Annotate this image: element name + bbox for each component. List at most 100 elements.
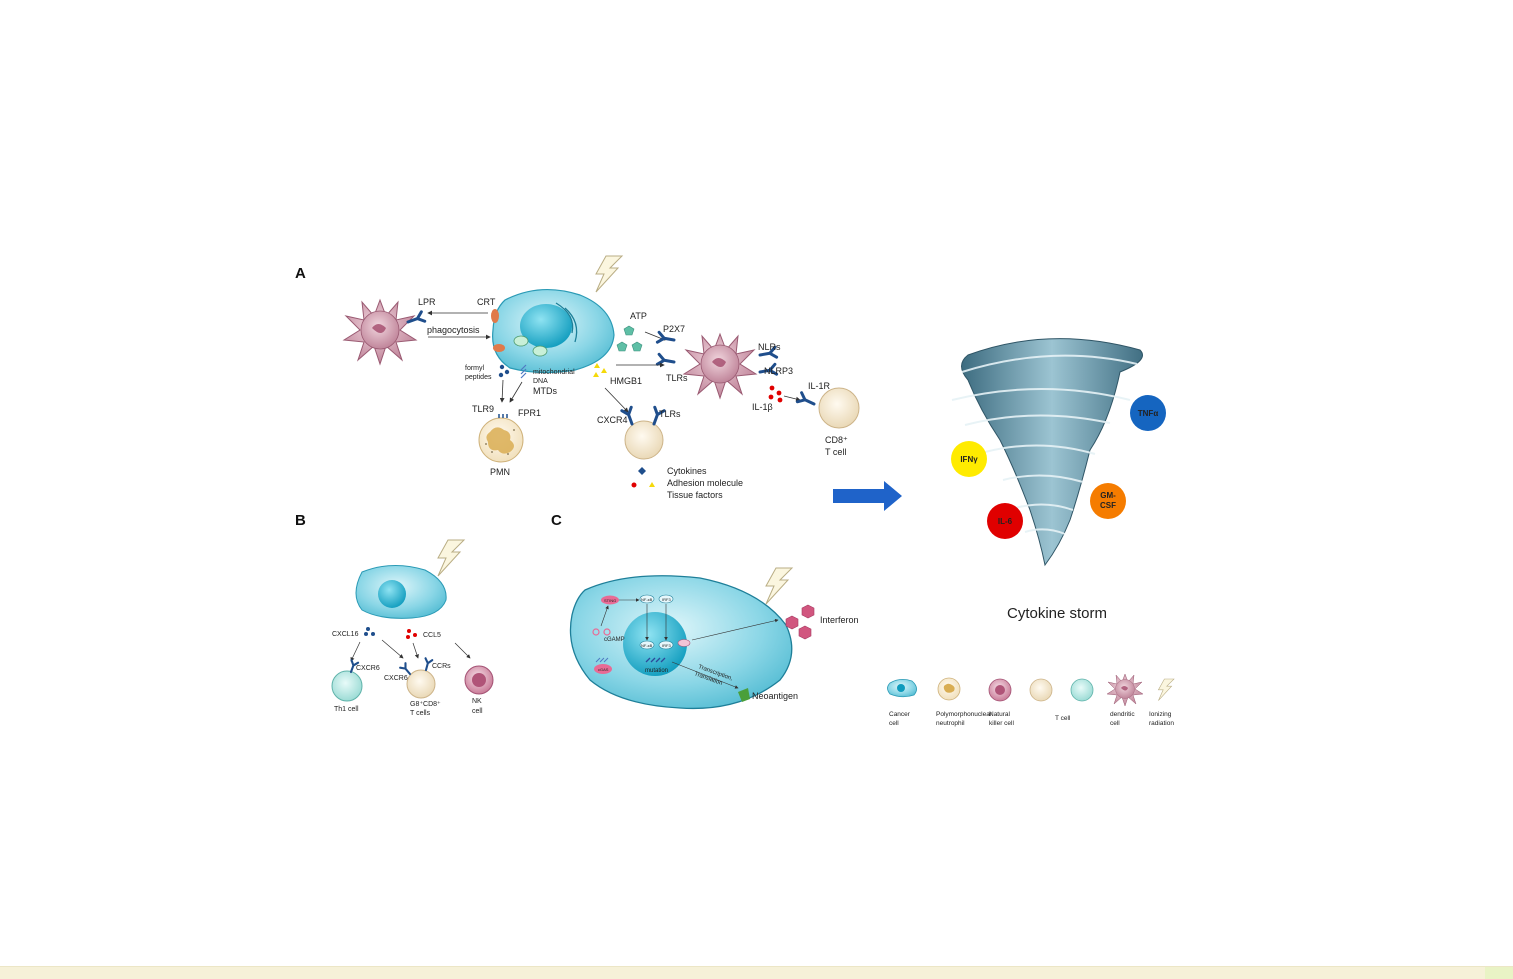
label-nfkb-1: NF-κB bbox=[641, 597, 653, 602]
label-t-cells-b-2: T cells bbox=[410, 710, 431, 717]
legend-tcell: T cell bbox=[1055, 715, 1071, 722]
legend-tissue: Tissue factors bbox=[667, 490, 723, 500]
tornado-icon bbox=[951, 338, 1143, 567]
th1-cell bbox=[331, 670, 363, 702]
label-mtds: MTDs bbox=[533, 386, 557, 396]
label-crt: CRT bbox=[477, 297, 496, 307]
ifny-badge bbox=[951, 441, 987, 477]
cancer-cell-b bbox=[355, 564, 447, 619]
legend: Cancer cell Polymorphonuclear neutrophil… bbox=[887, 673, 1175, 727]
panel-label-c: C bbox=[551, 512, 562, 529]
label-nk-1: NK bbox=[472, 698, 482, 705]
label-interferon: Interferon bbox=[820, 615, 859, 625]
label-mito-2: DNA bbox=[533, 378, 548, 385]
interferon-icon bbox=[785, 604, 815, 640]
legend-pmn bbox=[937, 677, 961, 701]
legend-cancer-2: cell bbox=[889, 720, 899, 727]
cancer-cell bbox=[491, 288, 615, 374]
lightning-bolt-icon-c bbox=[765, 567, 793, 605]
label-irf3-2: IRF3 bbox=[662, 643, 671, 648]
label-pmn: PMN bbox=[490, 467, 510, 477]
label-mito-1: mitochondrial bbox=[533, 369, 575, 376]
receptor-il1r bbox=[795, 391, 818, 411]
label-formyl-1: formyl bbox=[465, 365, 485, 372]
label-gmcsf-2: CSF bbox=[1100, 501, 1116, 510]
label-tlrs-dc: TLRs bbox=[666, 373, 688, 383]
dendritic-cell-2 bbox=[683, 333, 757, 399]
legend-t-cell-2 bbox=[1070, 678, 1094, 702]
label-tnfa: TNFα bbox=[1138, 409, 1159, 418]
mtdna-icon bbox=[520, 364, 527, 379]
cgas-icon bbox=[594, 664, 612, 674]
legend-pmn-1: Polymorphonuclear bbox=[936, 711, 993, 718]
label-il1r: IL-1R bbox=[808, 381, 831, 391]
label-atp: ATP bbox=[630, 311, 647, 321]
label-cgas: cGAS bbox=[598, 667, 609, 672]
label-phagocytosis: phagocytosis bbox=[427, 325, 480, 335]
label-t-cells-b-1: G8⁺CD8⁺ bbox=[410, 701, 441, 708]
label-sting: STING bbox=[604, 598, 616, 603]
label-p2x7: P2X7 bbox=[663, 324, 685, 334]
sting-icon bbox=[601, 595, 619, 605]
label-fpr1: FPR1 bbox=[518, 408, 541, 418]
gmcsf-badge bbox=[1090, 483, 1126, 519]
label-hmgb1: HMGB1 bbox=[610, 376, 642, 386]
label-cxcr4: CXCR4 bbox=[597, 415, 628, 425]
legend-ionizing-radiation-icon bbox=[1158, 678, 1175, 701]
legend-t-cell-1 bbox=[1029, 678, 1053, 702]
panel-label-b: B bbox=[295, 512, 306, 529]
label-gmcsf-1: GM- bbox=[1100, 491, 1116, 500]
receptor-p2x7 bbox=[655, 330, 677, 347]
legend-dc-2: cell bbox=[1110, 720, 1120, 727]
legend-cancer-1: Cancer bbox=[889, 711, 911, 718]
label-nlrp3: NLRP3 bbox=[764, 366, 793, 376]
cd8-t-cells-b bbox=[406, 669, 436, 699]
neoantigen-icon bbox=[738, 688, 750, 702]
label-ccrs: CCRs bbox=[432, 663, 451, 670]
t-cell bbox=[624, 420, 664, 460]
legend-nk-cell bbox=[988, 678, 1012, 702]
label-formyl-2: peptides bbox=[465, 374, 492, 381]
il1b-molecules bbox=[768, 385, 783, 403]
legend-cytokines-marker bbox=[638, 467, 646, 475]
label-cd8-2: T cell bbox=[825, 447, 846, 457]
label-ifny: IFNγ bbox=[960, 455, 978, 464]
label-cxcr6-b: CXCR6 bbox=[384, 675, 408, 682]
label-cd8-1: CD8⁺ bbox=[825, 435, 848, 445]
legend-dc-1: dendritic bbox=[1110, 711, 1135, 718]
label-neoantigen: Neoantigen bbox=[752, 691, 798, 701]
hmgb1-molecules bbox=[593, 363, 607, 377]
il6-badge bbox=[987, 503, 1023, 539]
lightning-bolt-icon-b bbox=[437, 539, 465, 577]
label-nfkb-2: NF-κB bbox=[641, 643, 653, 648]
label-nk-2: cell bbox=[472, 708, 483, 715]
formyl-peptide-dots bbox=[498, 364, 510, 378]
label-il6: IL-6 bbox=[998, 517, 1013, 526]
dendritic-cell bbox=[343, 299, 417, 365]
nk-cell bbox=[464, 665, 494, 695]
label-irf3-1: IRF3 bbox=[662, 597, 671, 602]
cd8-t-cell bbox=[818, 387, 860, 429]
label-mutation: mutation bbox=[645, 668, 668, 674]
tnfa-badge bbox=[1130, 395, 1166, 431]
label-il1b: IL-1β bbox=[752, 402, 773, 412]
label-tlrs-t: TLRs bbox=[659, 409, 681, 419]
legend-pmn-2: neutrophil bbox=[936, 720, 965, 727]
pmn-cell bbox=[478, 417, 524, 463]
legend-adhesion: Adhesion molecule bbox=[667, 478, 743, 488]
storm-title: Cytokine storm bbox=[1007, 605, 1107, 622]
legend-ir-1: Ionizing bbox=[1149, 711, 1172, 718]
label-ccl5: CCL5 bbox=[423, 632, 441, 639]
legend-nk-1: Natural bbox=[989, 711, 1011, 718]
legend-cytokines: Cytokines bbox=[667, 466, 707, 476]
label-th1: Th1 cell bbox=[334, 706, 359, 713]
label-tlr9: TLR9 bbox=[472, 404, 494, 414]
label-nlrs: NLRs bbox=[758, 342, 781, 352]
footer-bar bbox=[0, 966, 1513, 979]
legend-cancer-cell bbox=[887, 679, 917, 698]
arrow-right-icon bbox=[833, 481, 902, 511]
label-cxcr6-a: CXCR6 bbox=[356, 665, 380, 672]
label-lpr: LPR bbox=[418, 297, 436, 307]
panel-label-a: A bbox=[295, 265, 306, 282]
